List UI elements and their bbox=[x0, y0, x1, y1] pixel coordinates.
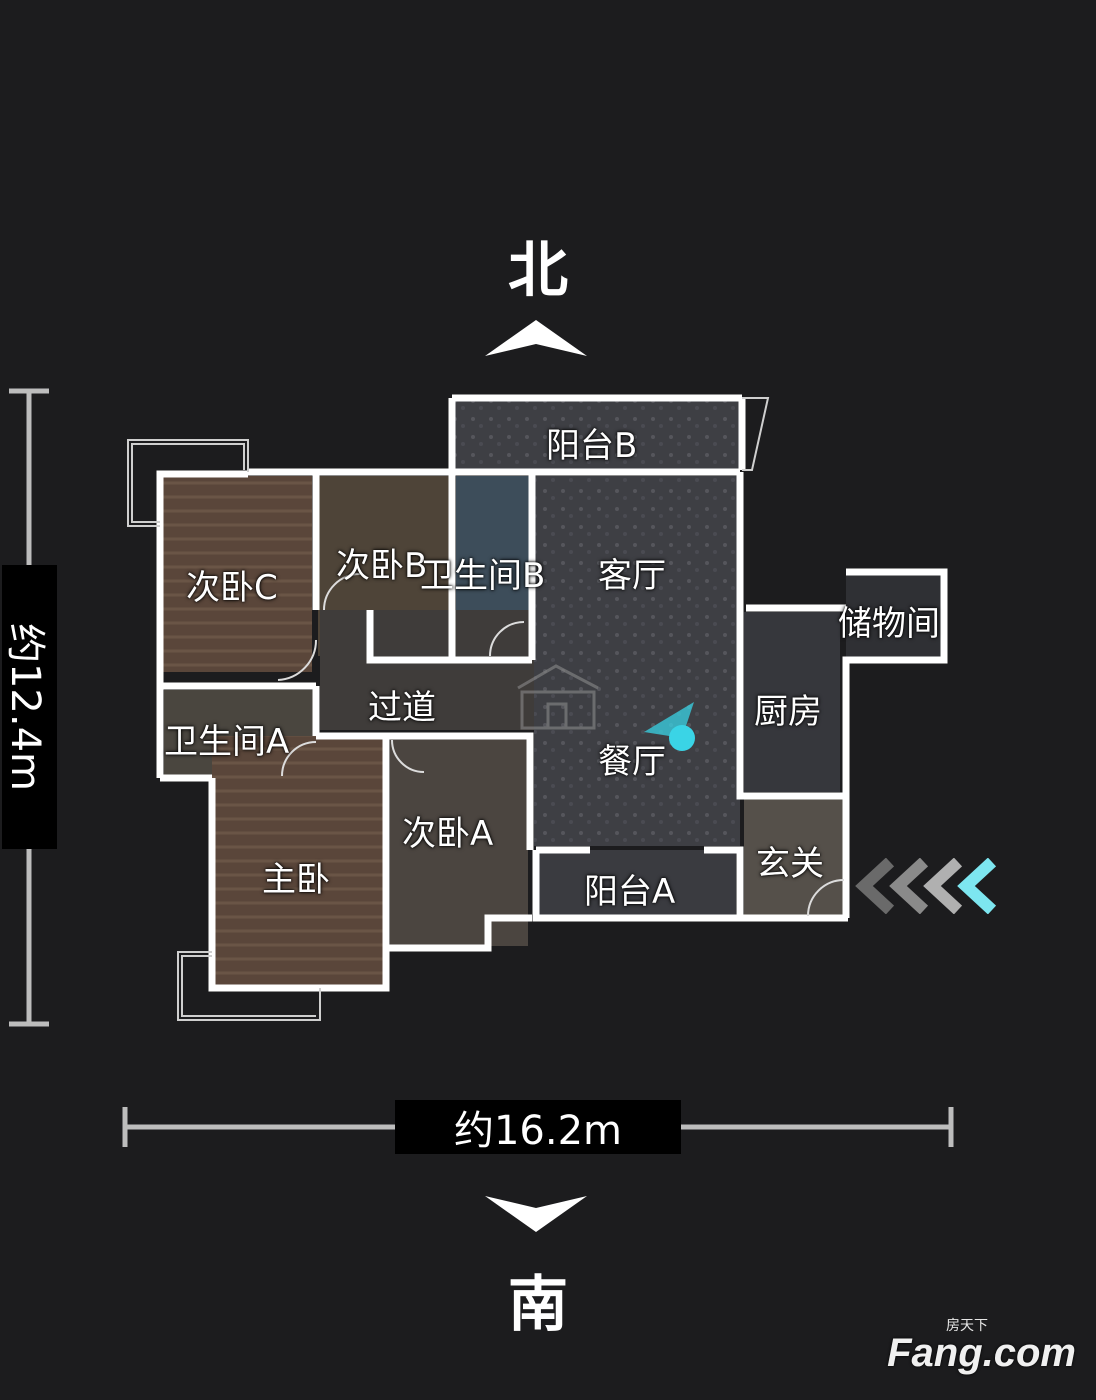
south-arrow-icon bbox=[485, 1196, 587, 1232]
room-balcony-b: 阳台B bbox=[546, 426, 638, 466]
room-dining-room: 餐厅 bbox=[598, 742, 666, 782]
watermark-cn: 房天下 bbox=[946, 1317, 988, 1333]
north-label: 北 bbox=[508, 236, 568, 306]
room-kitchen: 厨房 bbox=[754, 692, 822, 732]
width-dimension-label: 约16.2m bbox=[395, 1100, 681, 1154]
watermark-brand: Fang.com bbox=[887, 1331, 1076, 1375]
location-marker-icon bbox=[644, 702, 695, 751]
height-dimension-box: 约12.4m bbox=[2, 565, 57, 849]
balcony-rails bbox=[127, 397, 770, 1021]
entry-arrows-icon bbox=[855, 858, 997, 914]
north-arrow-icon bbox=[485, 320, 587, 356]
walls bbox=[156, 394, 948, 992]
room-master-bedroom: 主卧 bbox=[262, 860, 330, 900]
room-bathroom-b: 卫生间B bbox=[420, 556, 546, 596]
center-watermark-icon bbox=[517, 664, 599, 730]
room-floors bbox=[162, 398, 942, 986]
room-living-room: 客厅 bbox=[598, 556, 666, 596]
room-entrance: 玄关 bbox=[756, 844, 824, 884]
room-bedroom-c: 次卧C bbox=[186, 568, 278, 608]
room-storage: 储物间 bbox=[838, 604, 940, 644]
room-bedroom-b: 次卧B bbox=[336, 546, 428, 586]
room-bedroom-a: 次卧A bbox=[402, 814, 494, 854]
room-bathroom-a: 卫生间A bbox=[164, 722, 290, 762]
room-balcony-a: 阳台A bbox=[584, 872, 676, 912]
south-label: 南 bbox=[508, 1270, 568, 1340]
fang-watermark: 房天下 Fang.com bbox=[887, 1315, 1076, 1376]
room-corridor: 过道 bbox=[368, 688, 436, 728]
doors bbox=[277, 573, 845, 917]
